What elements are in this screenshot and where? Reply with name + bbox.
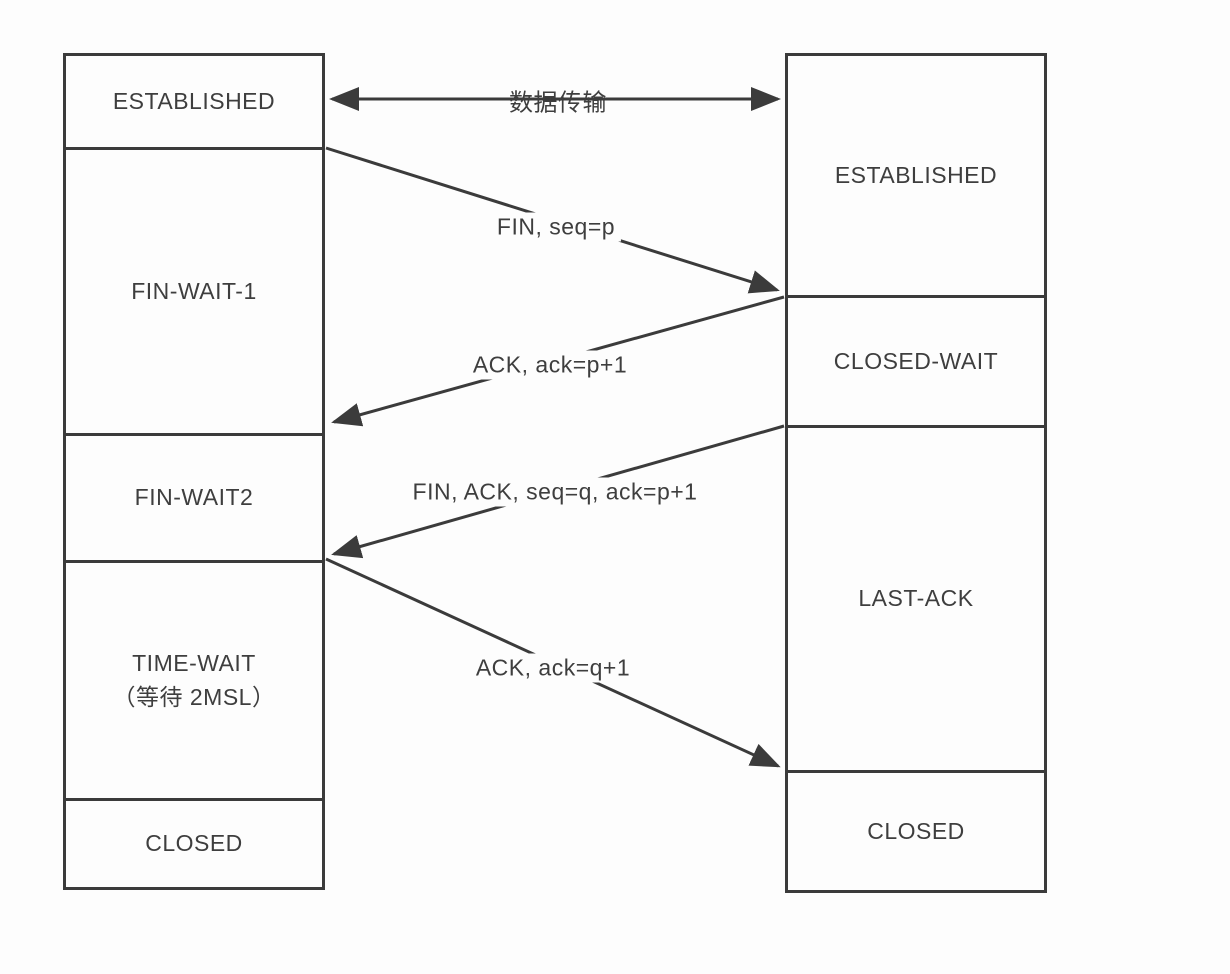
state-label: ESTABLISHED	[834, 161, 998, 188]
message-label-data-transfer: 数据传输	[509, 89, 607, 117]
state-label: FIN-WAIT-1	[131, 277, 257, 304]
client-state-closed: CLOSED	[66, 801, 322, 887]
client-state-column: ESTABLISHED FIN-WAIT-1 FIN-WAIT2 TIME-WA…	[63, 53, 325, 890]
server-state-closed-wait: CLOSED-WAIT	[788, 298, 1044, 428]
message-label-ack-p1: ACK, ack=p+1	[466, 350, 634, 380]
state-label: CLOSED-WAIT	[833, 347, 999, 374]
state-label: CLOSED	[145, 830, 243, 857]
client-state-fin-wait-2: FIN-WAIT2	[66, 436, 322, 563]
state-note: （等待 2MSL）	[112, 683, 276, 710]
message-label-fin-seq-p: FIN, seq=p	[490, 212, 622, 242]
server-state-last-ack: LAST-ACK	[788, 428, 1044, 773]
state-label: LAST-ACK	[858, 585, 974, 612]
state-label: CLOSED	[867, 817, 965, 844]
client-state-fin-wait-1: FIN-WAIT-1	[66, 150, 322, 436]
server-state-column: ESTABLISHED CLOSED-WAIT LAST-ACK CLOSED	[785, 53, 1047, 893]
message-label-fin-ack-seq-q: FIN, ACK, seq=q, ack=p+1	[406, 477, 704, 507]
message-label-ack-q1: ACK, ack=q+1	[469, 653, 637, 683]
server-state-established: ESTABLISHED	[788, 56, 1044, 298]
state-label: FIN-WAIT2	[134, 484, 254, 511]
server-state-closed: CLOSED	[788, 773, 1044, 890]
client-state-established: ESTABLISHED	[66, 56, 322, 150]
state-label: TIME-WAIT	[132, 650, 256, 677]
state-label: ESTABLISHED	[112, 87, 276, 114]
client-state-time-wait: TIME-WAIT （等待 2MSL）	[66, 563, 322, 801]
